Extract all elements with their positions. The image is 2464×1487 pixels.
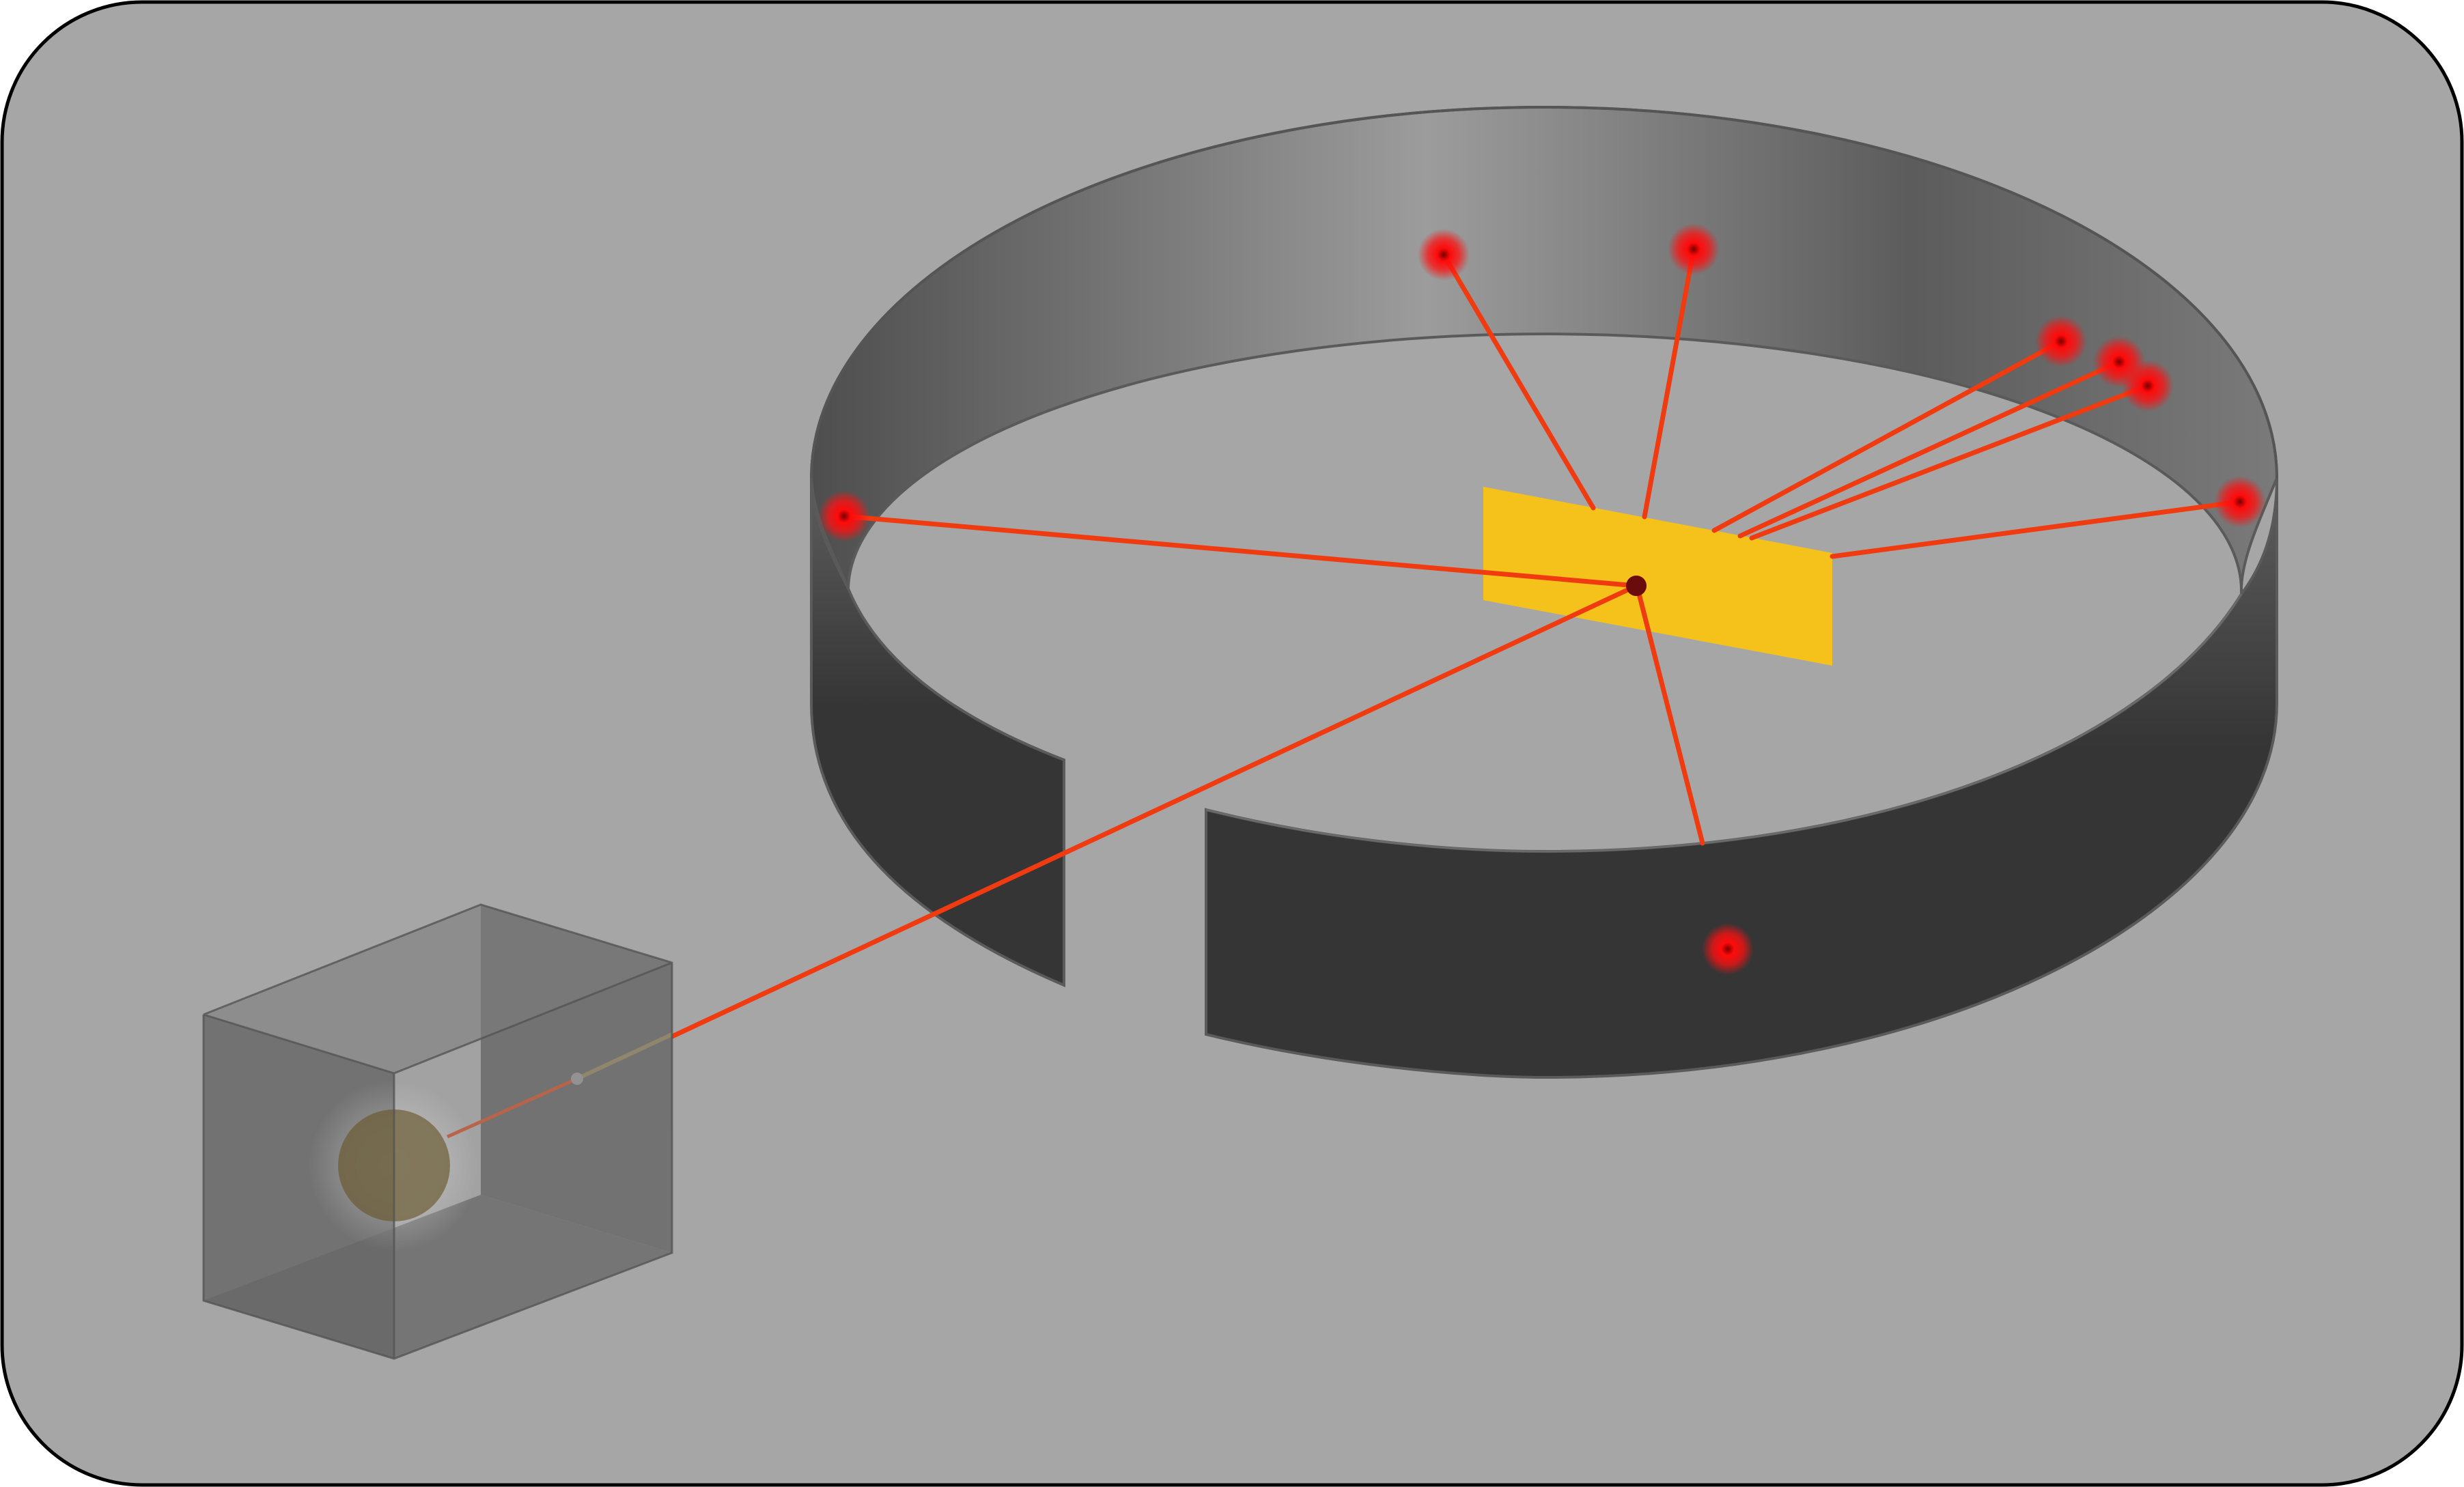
hit-dot bbox=[1668, 223, 1720, 275]
ray-backscatter-left bbox=[841, 513, 1639, 589]
hit-dot bbox=[1418, 229, 1470, 281]
ring-outer-top-edge bbox=[810, 106, 2278, 479]
box-front-left bbox=[204, 1015, 394, 1359]
hit-dot bbox=[1702, 923, 1754, 975]
hit-dot bbox=[2035, 315, 2087, 367]
hit-dot bbox=[2122, 360, 2174, 412]
hit-dot bbox=[818, 490, 870, 542]
beam-inside-box bbox=[446, 1077, 578, 1139]
box-front-right bbox=[394, 963, 672, 1359]
ring-front-rim bbox=[1205, 593, 2243, 853]
scatter-point bbox=[1626, 576, 1647, 596]
ring-left-wall bbox=[810, 477, 1065, 988]
box-top-face bbox=[204, 905, 672, 1073]
ray-right-1 bbox=[1711, 339, 2064, 533]
hit-dot bbox=[2214, 476, 2266, 528]
ray-incoming-beam bbox=[667, 583, 1639, 1040]
detector-ring bbox=[809, 106, 2279, 1079]
ray-upper-left bbox=[1441, 252, 1596, 511]
box-edges bbox=[202, 903, 673, 1360]
beam-collimator bbox=[576, 1032, 673, 1081]
ray-down bbox=[1635, 586, 1705, 846]
box-bottom bbox=[204, 1195, 672, 1359]
gold-foil bbox=[1483, 487, 1832, 666]
ray-far-right bbox=[1830, 499, 2243, 559]
ray-right-3 bbox=[1749, 383, 2151, 541]
ray-upper bbox=[1642, 246, 1696, 520]
source-box bbox=[202, 903, 673, 1360]
ray-right-2 bbox=[1737, 359, 2122, 539]
scattered-rays bbox=[667, 246, 2243, 1040]
detection-hits bbox=[818, 223, 2266, 975]
beam-aperture bbox=[571, 1073, 583, 1085]
